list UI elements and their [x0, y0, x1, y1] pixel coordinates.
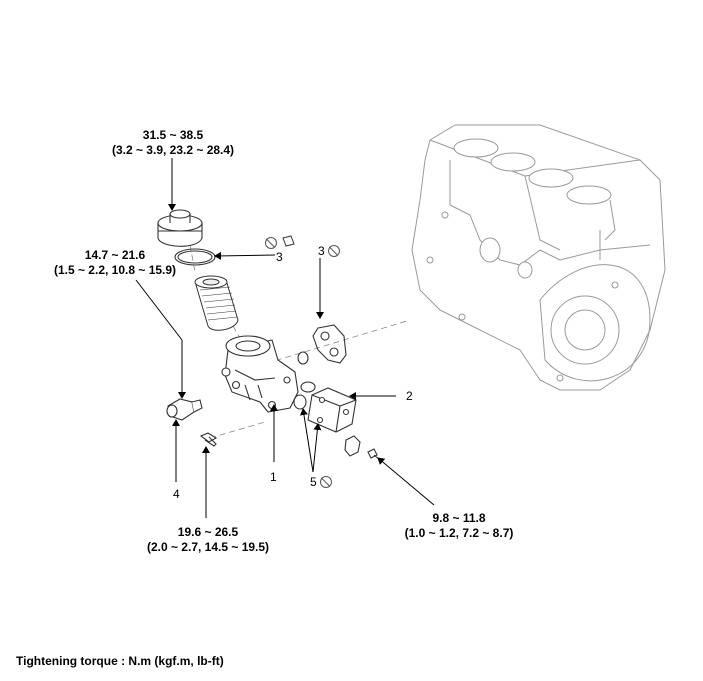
oil-cooler — [307, 387, 357, 433]
torque-nm: 14.7 ~ 21.6 — [84, 248, 146, 262]
bolt-small-icon — [282, 235, 295, 247]
callout-4: 4 — [173, 487, 180, 501]
torque-nm: 31.5 ~ 38.5 — [142, 128, 204, 142]
callout-3-gasket: 3 — [318, 244, 340, 258]
torque-label-housing-bolt: 19.6 ~ 26.5 (2.0 ~ 2.7, 14.5 ~ 19.5) — [128, 525, 288, 555]
torque-units-note: Tightening torque : N.m (kgf.m, lb-ft) — [16, 654, 224, 668]
callout-3-oring: 3 — [276, 250, 283, 264]
leader-lines — [135, 158, 435, 518]
callout-5: 5 — [310, 475, 332, 489]
callout-5-number: 5 — [310, 475, 317, 489]
filter-element — [194, 275, 239, 331]
torque-label-filter-cap: 31.5 ~ 38.5 (3.2 ~ 3.9, 23.2 ~ 28.4) — [88, 128, 258, 158]
bracket-and-bolt — [344, 435, 381, 461]
torque-alt: (3.2 ~ 3.9, 23.2 ~ 28.4) — [111, 143, 235, 157]
torque-alt: (1.5 ~ 2.2, 10.8 ~ 15.9) — [53, 263, 177, 277]
torque-alt: (2.0 ~ 2.7, 14.5 ~ 19.5) — [146, 540, 270, 554]
oil-pressure-switch — [166, 398, 203, 421]
callout-3-oring-symbol — [262, 236, 277, 250]
torque-label-pressure-switch: 14.7 ~ 21.6 (1.5 ~ 2.2, 10.8 ~ 15.9) — [22, 248, 208, 278]
torque-nm: 19.6 ~ 26.5 — [177, 525, 239, 539]
no-reuse-icon — [319, 476, 332, 488]
torque-label-bracket-bolt: 9.8 ~ 11.8 (1.0 ~ 1.2, 7.2 ~ 8.7) — [376, 511, 542, 541]
small-o-rings — [293, 351, 316, 410]
no-reuse-icon — [327, 245, 340, 257]
callout-1: 1 — [270, 470, 277, 484]
filter-cap — [157, 209, 203, 247]
torque-nm: 9.8 ~ 11.8 — [432, 511, 486, 525]
torque-alt: (1.0 ~ 1.2, 7.2 ~ 8.7) — [404, 526, 514, 540]
filter-housing — [221, 335, 299, 413]
no-reuse-icon — [265, 237, 277, 249]
cooler-gasket — [312, 324, 347, 364]
housing-bolt — [199, 432, 218, 447]
callout-2: 2 — [406, 389, 413, 403]
callout-3-gasket-number: 3 — [318, 244, 325, 258]
engine-block — [411, 124, 666, 391]
